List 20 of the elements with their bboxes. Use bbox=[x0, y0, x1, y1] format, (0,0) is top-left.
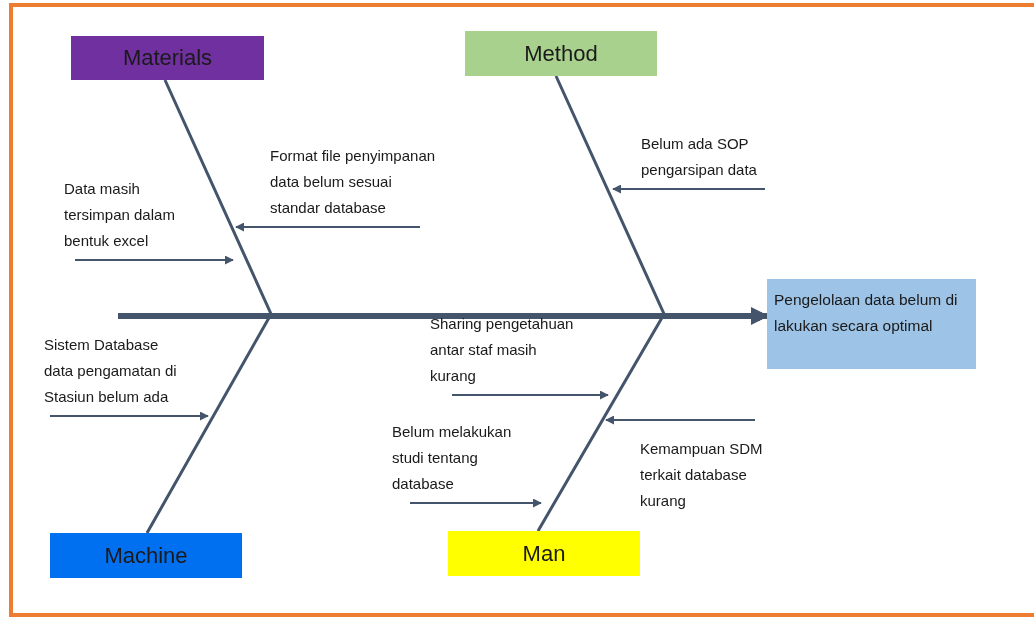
effect-box: Pengelolaan data belum di lakukan secara optimal bbox=[767, 279, 976, 369]
cause-arrow bbox=[612, 184, 766, 194]
cause-text: Kemampuan SDM terkait database kurang bbox=[640, 439, 764, 511]
cause-text: Format file penyimpanan data belum sesuai standar database bbox=[270, 146, 437, 218]
cause-arrow bbox=[451, 390, 609, 400]
cause-text: Belum melakukan studi tentang database bbox=[392, 422, 513, 494]
spine-arrow bbox=[118, 307, 769, 325]
cause-arrow bbox=[235, 222, 421, 232]
cause-text: Data masih tersimpan dalam bentuk excel bbox=[64, 179, 176, 251]
category-box: Materials bbox=[71, 36, 264, 80]
cause-arrow bbox=[605, 415, 756, 425]
cause-arrow bbox=[409, 498, 542, 508]
cause-text: Sistem Database data pengamatan di Stasiun belum ada bbox=[44, 335, 178, 407]
cause-arrow bbox=[74, 255, 234, 265]
cause-text: Sharing pengetahuan antar staf masih kurang bbox=[430, 314, 575, 386]
category-box: Machine bbox=[50, 533, 242, 578]
cause-text: Belum ada SOP pengarsipan data bbox=[641, 134, 758, 180]
category-box: Man bbox=[448, 531, 640, 576]
category-box: Method bbox=[465, 31, 657, 76]
cause-arrow bbox=[49, 411, 209, 421]
